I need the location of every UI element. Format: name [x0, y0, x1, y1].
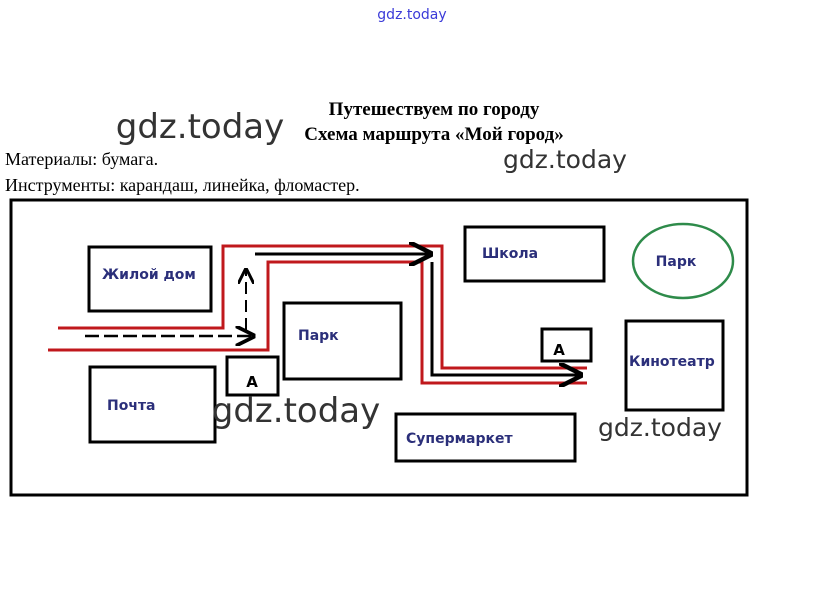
home-label: Жилой дом: [102, 267, 196, 283]
watermark-3: gdz.today: [212, 391, 381, 431]
bus-stop-left: [225, 355, 280, 397]
cinema-building: [624, 319, 725, 412]
path-arrow-right: [430, 262, 580, 375]
title: Путешествуем по городу: [329, 99, 540, 120]
home-building: [87, 245, 213, 313]
school-label: Школа: [482, 246, 538, 262]
supermarket-label: Супермаркет: [406, 431, 513, 447]
watermark-2: gdz.today: [503, 145, 627, 174]
supermarket-building: [394, 412, 577, 463]
bus-stop-right-label: А: [553, 341, 565, 359]
park-center-label: Парк: [298, 328, 339, 344]
watermark-4: gdz.today: [598, 413, 722, 442]
watermark-top: gdz.today: [377, 7, 446, 23]
park-right-area: [631, 222, 735, 300]
park-right-label: Парк: [656, 254, 697, 270]
watermark-1: gdz.today: [116, 107, 285, 147]
map-frame: [9, 198, 749, 497]
subtitle: Схема маршрута «Мой город»: [304, 124, 563, 145]
park-center-area: [282, 301, 403, 381]
route-inner-red: [48, 260, 587, 385]
bus-stop-right: [540, 327, 593, 363]
cinema-label: Кинотеатр: [629, 354, 715, 370]
route-outer-red: [58, 244, 587, 370]
post-building: [88, 365, 217, 444]
materials-text: Материалы: бумага.: [5, 149, 158, 169]
school-building: [463, 225, 606, 283]
post-label: Почта: [107, 398, 156, 414]
bus-stop-left-label: А: [246, 373, 258, 391]
tools-text: Инструменты: карандаш, линейка, фломасте…: [5, 175, 360, 195]
